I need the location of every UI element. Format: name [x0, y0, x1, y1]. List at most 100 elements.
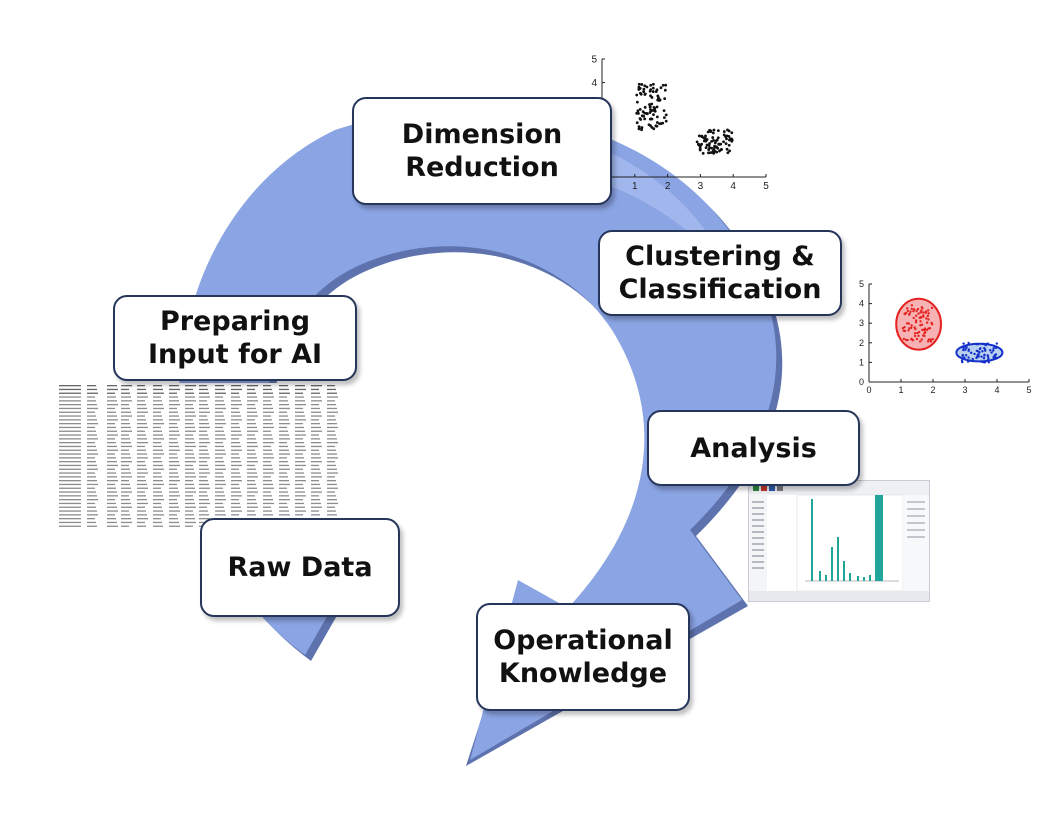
sheet-cell: [59, 518, 81, 520]
sheet-cell: [295, 514, 303, 516]
sheet-cell: [153, 502, 161, 505]
sheet-cell: [295, 495, 306, 497]
cluster-a-point: [915, 314, 918, 317]
sheet-cell: [169, 457, 178, 459]
sheet-cell: [327, 472, 338, 474]
sheet-cell: [59, 472, 81, 474]
stage-label-line: Preparing: [159, 306, 311, 337]
sheet-cell: [169, 404, 180, 406]
sheet-cell: [137, 457, 148, 459]
sheet-cell: [121, 453, 130, 455]
sheet-cell: [107, 426, 116, 429]
data-point: [653, 106, 657, 110]
cluster-b-point: [966, 360, 970, 363]
sheet-cell: [215, 487, 223, 489]
sheet-cell: [327, 457, 338, 459]
sheet-cell: [87, 502, 95, 505]
sheet-cell: [231, 483, 239, 486]
sheet-cell: [295, 487, 304, 489]
sheet-cell: [107, 442, 116, 444]
sheet-cell: [137, 407, 147, 410]
sheet-cell: [121, 495, 129, 497]
sheet-cell: [295, 502, 304, 505]
sheet-cell: [185, 430, 196, 432]
sheet-cell: [153, 487, 161, 489]
sheet-cell: [263, 396, 274, 398]
data-point: [716, 129, 720, 133]
sheet-cell: [295, 468, 303, 470]
sheet-cell: [185, 438, 194, 440]
sheet-cell: [311, 510, 319, 512]
sheet-cell: [215, 457, 223, 459]
sheet-cell: [279, 506, 288, 508]
sheet-cell: [311, 415, 322, 417]
sheet-cell: [263, 476, 271, 478]
sheet-cell: [231, 411, 240, 413]
sheet-cell: [295, 426, 304, 429]
sheet-cell: [263, 514, 273, 516]
data-point: [711, 131, 715, 135]
sheet-cell: [153, 483, 164, 486]
data-point: [664, 119, 668, 123]
sheet-cell: [263, 502, 274, 505]
data-point: [654, 90, 658, 94]
cluster-a-point: [902, 337, 906, 341]
sheet-cell: [59, 407, 81, 410]
stage-label-line: Reduction: [405, 152, 559, 183]
data-point: [710, 146, 714, 150]
data-point: [645, 85, 649, 89]
cluster-a-point: [926, 314, 929, 318]
app-right-panel: [903, 495, 929, 591]
sheet-cell: [169, 449, 180, 451]
sheet-cell: [247, 449, 255, 451]
sheet-cell: [107, 423, 115, 425]
cluster-a-point: [921, 334, 925, 337]
cluster-b-point: [967, 341, 970, 345]
sheet-cell: [247, 388, 255, 391]
data-point: [648, 103, 651, 106]
data-point: [726, 151, 730, 155]
sheet-cell: [59, 491, 81, 493]
sheet-cell: [247, 499, 256, 501]
sheet-cell: [263, 385, 271, 387]
sheet-cell: [247, 483, 256, 486]
sheet-cell: [231, 461, 241, 463]
sheet-cell: [153, 430, 162, 432]
sheet-cell: [247, 468, 256, 470]
sheet-cell: [247, 457, 257, 459]
sheet-cell: [327, 388, 336, 391]
app-chart-bar: [843, 561, 845, 581]
sheet-cell: [247, 506, 258, 508]
cluster-a-point: [930, 306, 934, 310]
data-point: [727, 143, 731, 147]
sheet-cell: [279, 499, 290, 501]
sheet-cell: [59, 442, 81, 444]
sheet-cell: [185, 468, 194, 470]
sheet-cell: [137, 453, 147, 455]
sheet-cell: [185, 434, 193, 436]
sidebar-item: [752, 561, 764, 563]
sheet-cell: [137, 521, 145, 524]
sheet-cell: [247, 423, 256, 425]
sheet-cell: [295, 423, 303, 425]
cluster-a-point: [912, 316, 915, 320]
sheet-cell: [87, 464, 97, 467]
sheet-cell: [231, 400, 241, 402]
sheet-cell: [107, 518, 116, 520]
sheet-cell: [327, 476, 335, 478]
data-point: [725, 147, 729, 151]
data-point: [720, 148, 723, 151]
sheet-cell: [137, 518, 148, 520]
x-tick-label: 4: [730, 181, 736, 192]
cluster-a-point: [909, 310, 912, 313]
cluster-a-point: [925, 321, 929, 324]
stage-label-line: Raw Data: [227, 552, 373, 583]
sheet-cell: [199, 480, 208, 482]
data-point: [695, 140, 699, 144]
cluster-b-point: [983, 361, 987, 364]
cluster-b-point: [983, 354, 986, 357]
data-point: [707, 144, 711, 147]
data-point: [654, 124, 658, 128]
cluster-b-point: [964, 348, 967, 351]
sheet-cell: [279, 495, 289, 497]
